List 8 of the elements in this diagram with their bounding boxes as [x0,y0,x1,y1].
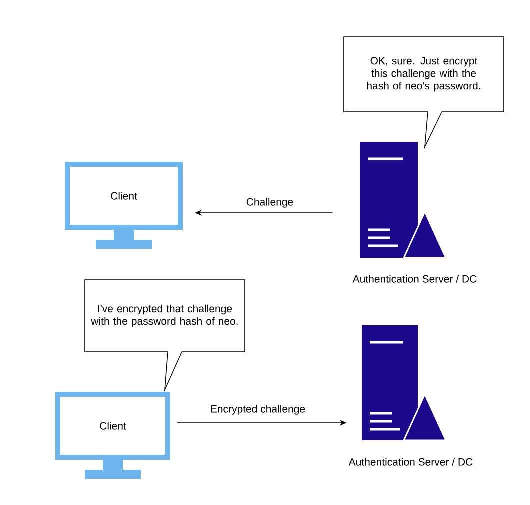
server-label: Authentication Server / DC [348,458,473,466]
server-label: Authentication Server / DC [352,275,477,283]
monitor-drawing: Client [65,162,183,249]
speech-bubble: I've encrypted that challenge with the password hash of neo. [84,280,246,392]
edge-label: Challenge [245,197,295,209]
speech-bubble: OK, sure. Just encrypt this challenge with the hash of neo's password. [344,36,504,150]
monitor-drawing: Client [56,392,170,479]
edge-label: Encrypted challenge [209,404,307,416]
